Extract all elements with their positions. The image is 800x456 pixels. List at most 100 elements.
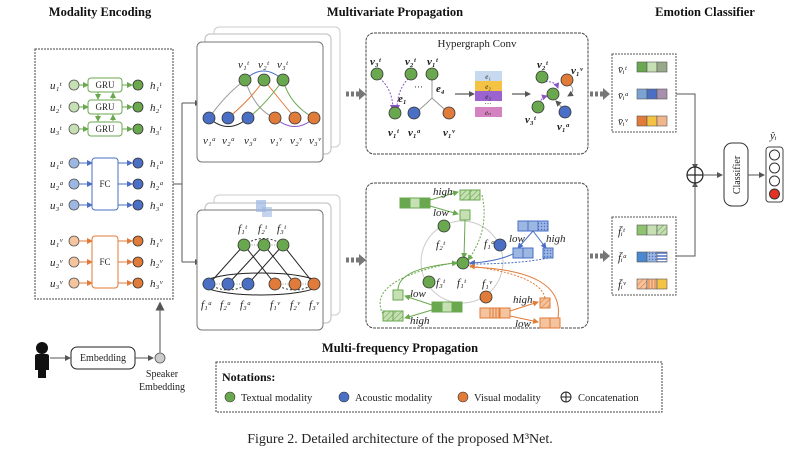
- label-v1v-out: v₁ᵛ: [571, 65, 584, 77]
- v-features-box: v̄ᵢᵗ v̄ᵢᵃ v̄ᵢᵛ: [611, 53, 677, 133]
- label-low: low: [410, 288, 427, 300]
- person-icon: [36, 342, 48, 354]
- legend-acoustic: Acoustic modality: [355, 393, 433, 404]
- node-h2t: [132, 101, 144, 113]
- label-fbar-v: f̄ᵢᵛ: [618, 279, 627, 291]
- label-v1a: v₁ᵃ: [408, 127, 421, 139]
- label-f1t: f₁ᵗ: [457, 277, 467, 289]
- fc-label: FC: [99, 179, 110, 189]
- output-h3v: h₃ᵛ: [150, 278, 163, 290]
- label-low: low: [515, 318, 532, 330]
- input-u2t: u₂ᵗ: [50, 102, 62, 114]
- title-modality-encoding: Modality Encoding: [49, 5, 152, 19]
- label-v3t: v₃ᵗ: [277, 59, 289, 71]
- speaker-embedding-node: [154, 352, 166, 364]
- input-u3v: u₃ᵛ: [50, 278, 63, 290]
- label-v1v: v₁ᵛ: [443, 127, 456, 139]
- label-v3t-out: v₃ᵗ: [525, 114, 537, 126]
- output-class-node: [769, 175, 780, 187]
- node-u3t: [68, 123, 80, 135]
- output-h3t: h₃ᵗ: [150, 124, 162, 136]
- acoustic-modality-icon: [338, 391, 350, 403]
- label-v1a-out: v₁ᵃ: [557, 121, 570, 133]
- figure-caption: Figure 2. Detailed architecture of the p…: [247, 432, 552, 447]
- edge-label: e₂: [485, 83, 491, 91]
- label-low: low: [509, 233, 526, 245]
- encoder-connector: [173, 102, 195, 263]
- label-v1t: v₁ᵗ: [238, 59, 250, 71]
- output-class-node: [769, 162, 780, 174]
- output-h2v: h₂ᵛ: [150, 257, 163, 269]
- input-u3t: u₃ᵗ: [50, 124, 62, 136]
- edge-label: e₃: [485, 93, 491, 101]
- label-f1t: f₁ᵗ: [238, 223, 248, 235]
- label-v2t-out: v₂ᵗ: [537, 59, 549, 71]
- label-f1v: f₁ᵛ: [270, 299, 281, 311]
- output-h1a: h₁ᵃ: [150, 158, 164, 170]
- label-v1t-top: v₁ᵗ: [427, 56, 439, 68]
- edge-e2: [475, 81, 502, 91]
- edge-label: e₁: [485, 73, 491, 81]
- person-body-icon: [35, 354, 49, 378]
- speaker-embedding-label: Speaker: [146, 369, 179, 380]
- notations-legend: Notations: Textual modality Acoustic mod…: [215, 361, 663, 413]
- node-h1t: [132, 79, 144, 91]
- label-f3t: f₃ᵗ: [436, 277, 446, 289]
- concat-icon: [686, 166, 704, 184]
- label-fbar-t: f̄ᵢᵗ: [618, 226, 626, 238]
- label-high: high: [513, 294, 533, 306]
- label-f1v: f₁ᵛ: [482, 278, 493, 290]
- edge-label: ···: [485, 100, 492, 108]
- f-features-box: f̄ᵢᵗ f̄ᵢᵃ f̄ᵢᵛ: [611, 216, 677, 296]
- node-h3t: [132, 123, 144, 135]
- output-vector: [765, 146, 784, 203]
- label-high: high: [410, 315, 430, 327]
- label-v3v: v₃ᵛ: [309, 135, 322, 147]
- label-f1a: f₁ᵃ: [484, 238, 495, 250]
- edge-e1: [475, 71, 502, 81]
- title-multivariate-propagation: Multivariate Propagation: [327, 5, 463, 19]
- embedding-label: Embedding: [80, 353, 126, 364]
- label-vbar-t: v̄ᵢᵗ: [618, 64, 628, 76]
- title-emotion-classifier: Emotion Classifier: [655, 5, 755, 19]
- feature-connectors: [676, 93, 696, 257]
- textual-encoder: u₁ᵗ u₂ᵗ u₃ᵗ GRU GRU GRU h₁ᵗ h₂ᵗ h₃ᵗ: [50, 77, 162, 137]
- label-f2t: f₂ᵗ: [258, 223, 268, 235]
- label-v1v: v₁ᵛ: [270, 135, 283, 147]
- gru-label: GRU: [95, 124, 115, 134]
- label-v2t: v₂ᵗ: [258, 59, 270, 71]
- speaker-embedding-section: Embedding Speaker Embedding: [35, 301, 185, 393]
- edge-label: eₙ: [485, 109, 491, 117]
- hypergraph-conv-box: Hypergraph Conv v₃ᵗ v₂ᵗ v₁ᵗ e₁ e₄ ··· v₁…: [365, 32, 589, 155]
- input-u3a: u₃ᵃ: [50, 200, 64, 212]
- node-f1t: [456, 256, 470, 270]
- input-u2a: u₂ᵃ: [50, 179, 64, 191]
- gru-label: GRU: [95, 102, 115, 112]
- label-e4: e₄: [436, 83, 445, 95]
- input-u1a: u₁ᵃ: [50, 158, 64, 170]
- acoustic-encoder: u₁ᵃ u₂ᵃ u₃ᵃ FC h₁ᵃ h₂ᵃ h₃ᵃ: [50, 157, 164, 212]
- visual-modality-icon: [457, 391, 469, 403]
- label-v3a: v₃ᵃ: [244, 135, 257, 147]
- output-h2a: h₂ᵃ: [150, 179, 164, 191]
- legend-textual: Textual modality: [241, 393, 313, 404]
- label-vbar-v: v̄ᵢᵛ: [618, 116, 629, 128]
- visual-encoder: u₁ᵛ u₂ᵛ u₃ᵛ FC h₁ᵛ h₂ᵛ h₃ᵛ: [50, 235, 163, 290]
- label-f3t: f₃ᵗ: [277, 223, 287, 235]
- label-v3t: v₃ᵗ: [370, 56, 382, 68]
- label-f2v: f₂ᵛ: [290, 299, 301, 311]
- multivariate-graph-card: [196, 41, 324, 163]
- edge-en: [475, 107, 502, 117]
- label-f2a: f₂ᵃ: [220, 299, 231, 311]
- label-high: high: [546, 233, 566, 245]
- frequency-graph-stack: f₁ᵗ f₂ᵗ f₃ᵗ f₁ᵃ f₂ᵃ f₃ᵃ f₁ᵛ f₂ᵛ f₃ᵛ: [196, 194, 341, 331]
- classifier-label: Classifier: [732, 155, 743, 194]
- legend-concatenation: Concatenation: [578, 393, 639, 404]
- label-high: high: [433, 186, 453, 198]
- gru-label: GRU: [95, 80, 115, 90]
- label-f3a: f₃ᵃ: [240, 299, 251, 311]
- hypergraph-conv-title: Hypergraph Conv: [438, 38, 517, 50]
- label-e1: e₁: [398, 93, 407, 105]
- input-u2v: u₂ᵛ: [50, 257, 63, 269]
